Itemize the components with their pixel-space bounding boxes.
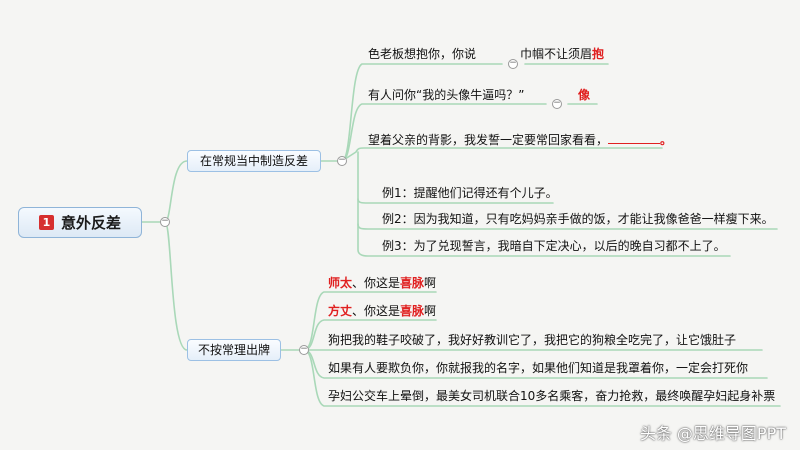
leaf-3-text: 望着父亲的背影，我发誓一定要常回家看看， (368, 133, 609, 147)
branch1-leaf-3[interactable]: 望着父亲的背影，我发誓一定要常回家看看， 。 (368, 132, 672, 148)
plain-text: 、你这是 (352, 304, 401, 318)
priority-badge: 1 (38, 215, 54, 230)
branch1-leaf-1[interactable]: 色老板想抱你，你说 (368, 46, 476, 62)
root-node[interactable]: 1 意外反差 (18, 207, 142, 238)
branch1-leaf-1-answer[interactable]: 巾帼不让须眉抱 (520, 46, 604, 62)
watermark-text: 头条 @思维导图PPT (639, 424, 786, 443)
collapse-branch2-icon[interactable]: − (299, 344, 309, 355)
collapse-leaf1-icon[interactable]: − (508, 58, 518, 69)
leaf-3-period: 。 (660, 133, 673, 147)
branch-node-1[interactable]: 在常规当中制造反差 (187, 150, 321, 172)
fill-in-blank (608, 133, 661, 144)
plain-text: 啊 (424, 276, 437, 290)
collapse-leaf2-icon[interactable]: − (552, 98, 562, 109)
branch1-leaf-2[interactable]: 有人问你“我的头像牛逼吗？” (368, 87, 524, 103)
leaf-1-question: 色老板想抱你，你说 (368, 47, 477, 61)
plain-text: 啊 (424, 304, 437, 318)
branch-node-2[interactable]: 不按常理出牌 (187, 339, 281, 361)
example-item[interactable]: 例1：提醒他们记得还有个儿子。 (382, 186, 558, 200)
link-root-branch2 (164, 221, 188, 351)
branch2-leaf-4[interactable]: 如果有人要欺负你，你就报我的名字，如果他们知道是我罩着你，一定会打死你 (328, 361, 749, 375)
plain-text: 、你这是 (352, 276, 401, 290)
branch1-leaf-2-answer[interactable]: 像 (578, 87, 590, 103)
example-item[interactable]: 例2：因为我知道，只有吃妈妈亲手做的饭，才能让我像爸爸一样瘦下来。 (382, 212, 774, 226)
link-root-branch1 (164, 160, 188, 223)
branch2-leaf-3[interactable]: 狗把我的鞋子咬破了，我好好教训它了，我把它的狗粮全吃完了，让它饿肚子 (328, 333, 737, 347)
collapse-branch1-icon[interactable]: − (337, 155, 347, 166)
answer-text: 巾帼不让须眉 (520, 47, 593, 61)
highlight-text: 方丈 (328, 304, 353, 318)
highlight-text: 师太 (328, 276, 353, 290)
leaf-2-question: 有人问你“我的头像牛逼吗？” (368, 88, 525, 102)
branch2-leaf-2[interactable]: 方丈、你这是喜脉啊 (328, 303, 436, 319)
answer-highlight: 抱 (592, 47, 605, 61)
highlight-text: 喜脉 (400, 304, 425, 318)
root-label: 意外反差 (60, 214, 121, 232)
link-example1 (357, 198, 554, 204)
answer-highlight: 像 (578, 88, 591, 102)
link-branch1-leaf3 (341, 147, 663, 162)
link-leaf3-examples (357, 151, 731, 257)
branch2-leaf-5[interactable]: 孕妇公交车上晕倒，最美女司机联合10多名乘客，奋力抢救，最终唤醒孕妇起身补票 (328, 389, 776, 403)
highlight-text: 喜脉 (400, 276, 425, 290)
link-example2 (357, 223, 778, 230)
example-item[interactable]: 例3：为了兑现誓言，我暗自下定决心，以后的晚自习都不上了。 (382, 239, 726, 253)
branch2-leaf-1[interactable]: 师太、你这是喜脉啊 (328, 275, 436, 291)
collapse-root-icon[interactable]: − (160, 216, 170, 227)
